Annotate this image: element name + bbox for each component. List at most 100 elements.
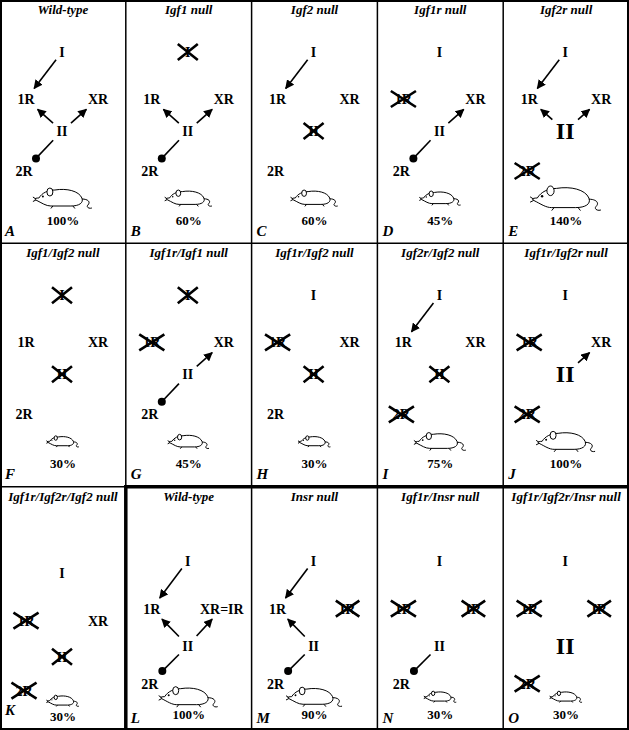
molecule-label: 1R [15,90,36,108]
molecule-label: 2R [13,405,34,423]
molecule-text: XR [591,335,611,350]
molecule-text: 1R [143,602,160,617]
signal-arrow [288,619,305,636]
receptor-ball [158,667,166,675]
panel-title: Wild-type [3,3,123,18]
molecule-text: XR=IR [200,602,244,617]
knockout-cross [139,334,164,350]
molecule-label: II [554,632,577,658]
molecule-label: I [435,286,444,304]
mouse-illustration [168,434,209,448]
size-percent: 140% [503,214,629,228]
panel-box: Insr null90%MI1RIRII2R [252,487,378,730]
panel-letter: A [5,223,15,240]
panel-letter: F [5,466,15,483]
molecule-text: 2R [393,164,410,179]
molecule-label: I [57,43,66,61]
mouse-illustration [159,687,218,708]
molecule-label: XR [463,333,487,351]
molecule-label: II [180,122,195,140]
molecule-label: IR [464,600,484,618]
molecule-label: 2R [265,162,286,180]
panel-title: Igf1r null [380,3,500,18]
knockout-cross [304,366,324,382]
panel-box: Wild-type100%AI1RXRII2R [0,0,126,243]
grid-line [502,0,504,730]
panel-box: Igf2 null60%CI1RXRII2R [252,0,378,243]
molecule-text: II [182,367,193,382]
panel-title: Igf2r null [506,3,626,18]
panel-letter: O [508,710,519,727]
receptor-ball [158,398,166,406]
molecule-label: I [309,552,318,570]
signal-arrow [34,60,56,89]
molecule-label: II [55,122,70,140]
molecule-text: I [562,554,567,569]
mouse-illustration [550,691,582,702]
knockout-cross [391,601,416,617]
molecule-text: 1R [143,92,160,107]
molecule-text: I [562,288,567,303]
panel-letter: N [382,710,393,727]
molecule-label: II [55,365,70,383]
signal-arrow [71,109,86,123]
molecule-text: XR [88,335,108,350]
grid-line [251,0,253,730]
molecule-text: 1R [143,335,160,350]
molecule-text: 1R [17,92,34,107]
molecule-text: I [437,288,442,303]
knockout-cross [52,366,72,382]
knockout-cross [389,406,414,422]
molecule-label: 1R [141,333,162,351]
edge-layer [32,60,590,675]
molecule-text: 2R [141,677,158,692]
panel-letter: M [257,710,270,727]
molecule-label: XR [463,90,487,108]
panel-box: Igf1 null60%BI1RXRII2R [126,0,252,243]
knockout-cross [336,601,360,617]
molecule-text: 1R [17,614,34,629]
molecule-label: 2R [517,162,538,180]
knockout-cross [178,287,198,303]
molecule-label: II [432,637,447,655]
panel-box: Igf1r/Igf2r/Insr null30%OI1RIRII2R [503,487,629,730]
panel-box: Igf1r/Igf2r null100%JI1RXRII2R [503,243,629,486]
size-percent: 30% [0,710,126,724]
panel-letter: B [131,223,141,240]
knockout-cross [304,123,324,139]
molecule-label: II [306,365,321,383]
molecule-text: I [59,566,64,581]
molecule-label: II [180,637,195,655]
mouse-illustration [298,436,330,447]
mouse-illustration [419,191,460,205]
receptor-ball [32,154,40,162]
molecule-text: 2R [267,407,284,422]
signal-arrow [448,109,463,123]
knockout-cross [515,163,540,179]
knockout-cross [429,366,449,382]
signal-arrow [197,353,212,367]
knockout-cross [391,91,416,107]
knockout-cross [52,649,72,665]
mouse-illustration [414,433,466,451]
molecule-text: 1R [269,92,286,107]
mouse-illustration [286,687,342,706]
molecule-text: 2R [519,164,536,179]
molecule-label: 1R [267,90,288,108]
molecule-text: 2R [267,677,284,692]
molecule-label: 1R [15,333,36,351]
cross-layer [11,44,611,699]
signal-arrow [160,569,182,598]
signal-arrow [412,303,434,332]
size-percent: 45% [126,457,252,471]
signal-arrow [578,109,590,119]
receptor-ball [409,154,417,162]
molecule-label: XR [86,90,110,108]
grid-line [0,243,629,245]
molecule-text: I [437,45,442,60]
molecule-text: II [434,124,445,139]
molecule-label: 2R [139,405,160,423]
mouse-illustration [46,695,78,706]
